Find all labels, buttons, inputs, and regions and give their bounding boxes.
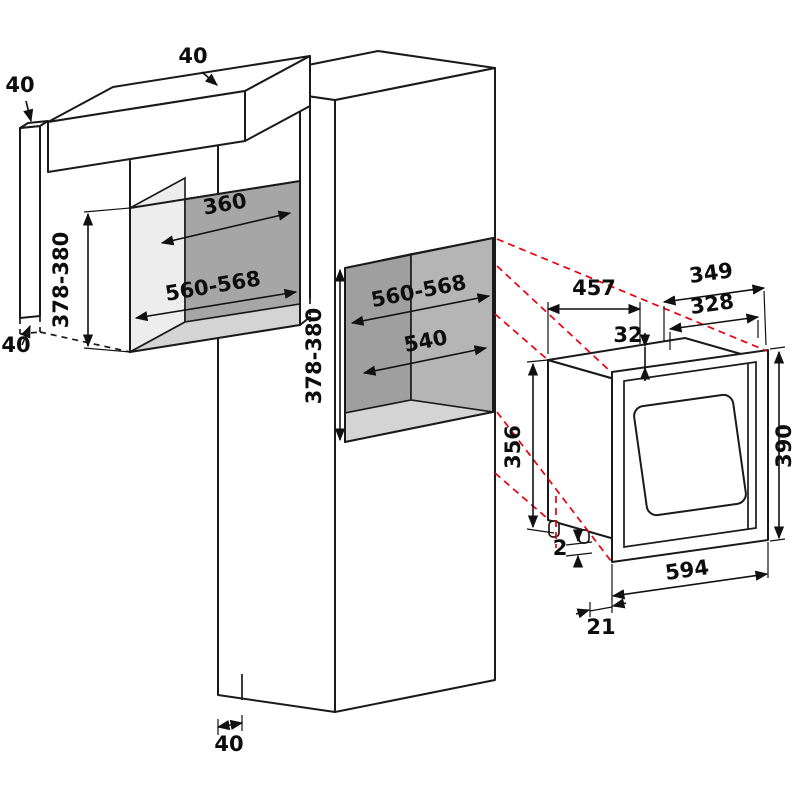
dim-label-appliance-top-width: 349 bbox=[688, 258, 735, 288]
dim-label-appliance-body-height: 356 bbox=[501, 425, 525, 469]
dim-wall-top-clearance: 40 bbox=[5, 73, 35, 123]
dim-wall-niche-height: 378-380 bbox=[49, 207, 131, 353]
wall-batten-front bbox=[19, 125, 41, 319]
appliance-foot-rear bbox=[548, 520, 560, 538]
dim-appliance-depth: 457 bbox=[546, 276, 642, 354]
dim-label-column-niche-height: 378-380 bbox=[302, 308, 326, 404]
appliance-body-left-face bbox=[547, 359, 619, 541]
dim-appliance-body-height: 356 bbox=[501, 359, 555, 534]
dim-column-niche-height: 378-380 bbox=[302, 268, 346, 442]
projection-line-body-top bbox=[494, 313, 549, 361]
dim-label-wall-niche-height: 378-380 bbox=[49, 232, 73, 328]
tall-niche-side-panel bbox=[410, 237, 494, 413]
dim-label-appliance-foot-gap: 2 bbox=[553, 536, 568, 560]
dim-label-column-top-clearance: 40 bbox=[178, 44, 207, 68]
dim-appliance-front-height: 390 bbox=[769, 346, 796, 542]
wall-batten-hidden-edges bbox=[19, 316, 131, 353]
appliance-foot-front bbox=[578, 529, 590, 544]
wall-batten-top bbox=[19, 120, 49, 129]
dim-label-appliance-depth: 457 bbox=[572, 276, 616, 300]
dim-wall-bottom-clearance: 40 bbox=[1, 324, 31, 357]
projection-line-frame-top-left bbox=[496, 265, 612, 373]
dim-column-top-clearance: 40 bbox=[178, 44, 218, 86]
microwave-appliance bbox=[547, 337, 769, 563]
dim-appliance-frame-overhang: 21 bbox=[575, 598, 627, 639]
dim-label-appliance-front-width: 594 bbox=[664, 555, 711, 585]
dim-label-column-plinth-clearance: 40 bbox=[214, 732, 243, 756]
dim-appliance-front-width: 594 bbox=[611, 542, 769, 600]
appliance-trim-frame bbox=[611, 349, 769, 563]
tall-cabinet bbox=[217, 50, 496, 713]
projection-line-frame-bottom bbox=[496, 411, 612, 562]
dim-appliance-foot-gap: 2 bbox=[553, 529, 593, 568]
appliance-frame-inner-edge bbox=[623, 361, 757, 548]
dim-label-appliance-frame-overhang: 21 bbox=[586, 615, 615, 639]
dim-label-appliance-inner-width: 328 bbox=[689, 289, 736, 319]
dim-label-appliance-top-gap: 32 bbox=[613, 323, 642, 347]
dim-label-wall-top-clearance: 40 bbox=[5, 73, 34, 97]
dim-label-appliance-front-height: 390 bbox=[772, 424, 796, 468]
appliance-door-window bbox=[633, 393, 747, 517]
dim-column-plinth-clearance: 40 bbox=[214, 715, 244, 756]
wall-niche-opening bbox=[129, 180, 301, 353]
dim-appliance-top-gap: 32 bbox=[613, 323, 651, 381]
projection-line-body-bottom bbox=[494, 472, 549, 520]
wall-cabinet-right-edge bbox=[129, 105, 311, 326]
